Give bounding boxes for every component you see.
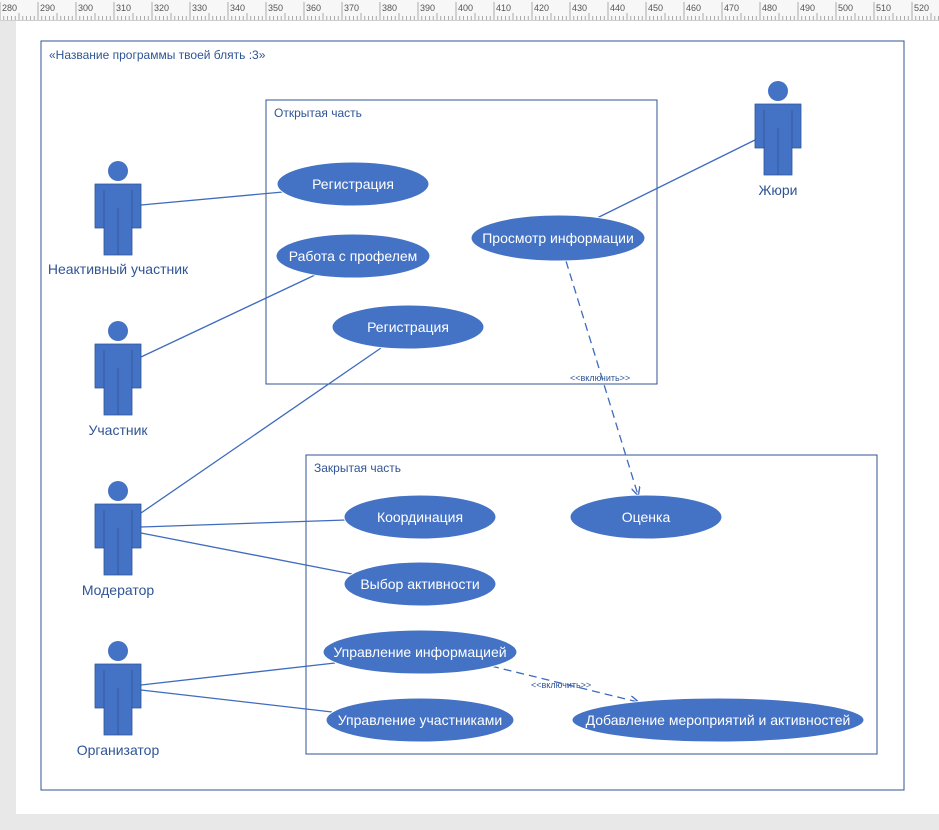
usecase-registration-1-label: Регистрация <box>312 176 394 192</box>
association-moderator-registration[interactable] <box>140 347 382 514</box>
association-moderator-activity[interactable] <box>140 532 353 575</box>
actor-moderator-label: Модератор <box>82 582 155 598</box>
actor-participant[interactable] <box>94 321 142 416</box>
ruler-label: 510 <box>876 3 891 13</box>
usecase-activity-choice-label: Выбор активности <box>360 576 479 592</box>
ruler-label: 480 <box>762 3 777 13</box>
usecase-rating[interactable] <box>569 494 723 540</box>
include-view-rating[interactable] <box>565 260 638 495</box>
ruler-label: 460 <box>686 3 701 13</box>
usecase-info-management-label: Управление информацией <box>333 644 506 660</box>
usecase-participants-management-label: Управление участниками <box>338 712 502 728</box>
actor-jury-label: Жюри <box>758 182 797 198</box>
usecase-view-info[interactable] <box>470 214 646 262</box>
actor-participant-label: Участник <box>88 422 148 438</box>
usecase-registration-2-label: Регистрация <box>367 319 449 335</box>
actor-organizer[interactable] <box>94 641 142 736</box>
usecase-info-management[interactable] <box>322 629 518 675</box>
include-label-1: <<включить>> <box>570 373 630 383</box>
horizontal-ruler: 280 290 300 310 320 330 340 350 360 370 380 390 400 4… <box>0 0 939 21</box>
system-boundary[interactable] <box>40 40 905 791</box>
ruler-label: 440 <box>610 3 625 13</box>
actor-organizer-label: Организатор <box>77 742 160 758</box>
ruler-label: 360 <box>306 3 321 13</box>
ruler-label: 320 <box>154 3 169 13</box>
usecase-add-events[interactable] <box>571 697 865 743</box>
association-moderator-coordination[interactable] <box>140 519 347 528</box>
ruler-label: 390 <box>420 3 435 13</box>
usecase-rating-label: Оценка <box>622 509 671 525</box>
usecase-registration-2[interactable] <box>331 304 485 350</box>
package-closed-label: Закрытая часть <box>314 461 401 475</box>
include-label-2: <<включить>> <box>531 680 591 690</box>
ruler-label: 470 <box>724 3 739 13</box>
usecase-activity-choice[interactable] <box>343 561 497 607</box>
ruler-label: 500 <box>838 3 853 13</box>
association-organizer-info[interactable] <box>140 662 336 686</box>
usecase-profile-label: Работа с профелем <box>289 248 418 264</box>
association-organizer-participants[interactable] <box>140 689 333 713</box>
ruler-label: 430 <box>572 3 587 13</box>
usecase-coordination-label: Координация <box>377 509 463 525</box>
ruler-label: 280 <box>2 3 17 13</box>
association-participant-profile[interactable] <box>140 274 316 358</box>
ruler-label: 370 <box>344 3 359 13</box>
association-inactive-registration[interactable] <box>140 191 284 206</box>
ruler-label: 310 <box>116 3 131 13</box>
ruler-label: 420 <box>534 3 549 13</box>
usecase-profile[interactable] <box>275 233 431 279</box>
ruler-label: 340 <box>230 3 245 13</box>
association-jury-view[interactable] <box>596 138 758 219</box>
actor-inactive-label: Неактивный участник <box>48 261 189 277</box>
package-closed[interactable] <box>305 454 878 755</box>
usecase-coordination[interactable] <box>343 494 497 540</box>
usecase-registration-1[interactable] <box>276 161 430 207</box>
ruler-label: 380 <box>382 3 397 13</box>
ruler-label: 290 <box>40 3 55 13</box>
ruler-label: 400 <box>458 3 473 13</box>
package-open-label: Открытая часть <box>274 106 362 120</box>
actor-jury[interactable] <box>754 81 802 176</box>
ruler-label: 300 <box>78 3 93 13</box>
ruler-label: 410 <box>496 3 511 13</box>
ruler-label: 450 <box>648 3 663 13</box>
usecase-participants-management[interactable] <box>325 697 515 743</box>
usecase-add-events-label: Добавление мероприятий и активностей <box>586 712 851 728</box>
actor-moderator[interactable] <box>94 481 142 576</box>
ruler-label: 490 <box>800 3 815 13</box>
usecase-view-info-label: Просмотр информации <box>482 230 634 246</box>
ruler-label: 350 <box>268 3 283 13</box>
package-open[interactable] <box>265 99 658 385</box>
ruler-ticks: 280 290 300 310 320 330 340 350 360 370 380 390 400 4… <box>0 2 939 20</box>
system-title: «Название программы твоей блять :3» <box>49 48 266 62</box>
actor-inactive-participant[interactable] <box>94 161 142 256</box>
ruler-label: 520 <box>914 3 929 13</box>
ruler-label: 330 <box>192 3 207 13</box>
